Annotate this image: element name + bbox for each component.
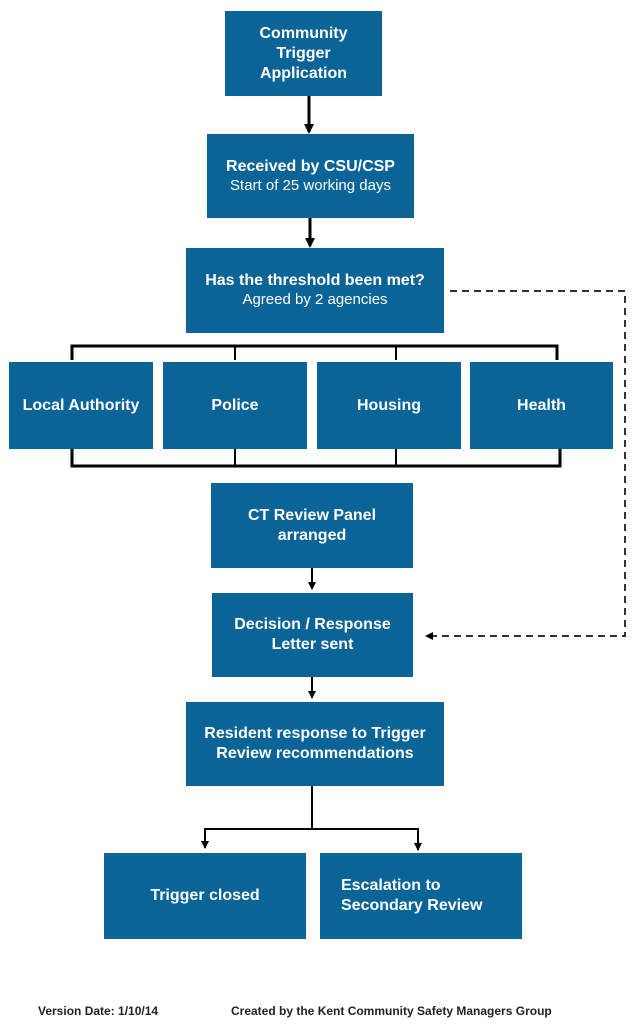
node-threshold-title: Has the threshold been met? xyxy=(205,272,425,290)
arrow-to-escalation xyxy=(312,828,422,851)
agency-label-police: Police xyxy=(211,396,259,414)
node-closed-label: Trigger closed xyxy=(150,887,260,904)
node-resident-line2: Review recommendations xyxy=(216,745,414,762)
bracket-bottom xyxy=(70,449,562,468)
node-application-line3: Application xyxy=(259,64,348,82)
node-escalation-line1: Escalation to xyxy=(341,877,441,894)
node-agency-health: Health xyxy=(470,362,613,449)
node-panel-line2: arranged xyxy=(277,526,347,544)
node-threshold-met: Has the threshold been met? Agreed by 2 … xyxy=(186,248,444,333)
node-agency-local-authority: Local Authority xyxy=(9,362,153,449)
node-received-subtitle: Start of 25 working days xyxy=(230,176,391,194)
agency-label-housing: Housing xyxy=(357,396,421,414)
version-date: Version Date: 1/10/14 xyxy=(38,1004,159,1018)
node-trigger-closed: Trigger closed xyxy=(104,853,306,939)
node-agency-housing: Housing xyxy=(317,362,461,449)
node-decision-line2: Letter sent xyxy=(271,636,354,653)
bracket-top xyxy=(70,344,559,360)
node-application-line2: Trigger xyxy=(276,44,331,62)
node-threshold-subtitle: Agreed by 2 agencies xyxy=(242,291,388,309)
credit-line: Created by the Kent Community Safety Man… xyxy=(231,1004,552,1018)
node-resident-line1: Resident response to Trigger xyxy=(204,725,426,742)
node-resident-response: Resident response to Trigger Review reco… xyxy=(186,702,444,786)
node-decision-response: Decision / Response Letter sent xyxy=(212,593,413,677)
node-escalation-line2: Secondary Review xyxy=(341,897,483,914)
node-panel-line1: CT Review Panel xyxy=(247,506,377,524)
node-agency-police: Police xyxy=(163,362,307,449)
node-decision-line1: Decision / Response xyxy=(234,616,391,633)
node-received-title: Received by CSU/CSP xyxy=(226,157,395,175)
node-community-trigger-application: Community Trigger Application xyxy=(225,11,382,96)
node-received-by-csu-csp: Received by CSU/CSP Start of 25 working … xyxy=(207,134,414,218)
arrow-to-trigger-closed xyxy=(201,828,312,849)
node-application-line1: Community xyxy=(259,24,348,42)
dashed-arrow-threshold-to-decision xyxy=(425,290,626,640)
node-escalation: Escalation to Secondary Review xyxy=(320,853,522,939)
agency-label-local-authority: Local Authority xyxy=(22,396,140,414)
node-ct-review-panel: CT Review Panel arranged xyxy=(211,483,413,568)
agency-label-health: Health xyxy=(517,396,566,414)
